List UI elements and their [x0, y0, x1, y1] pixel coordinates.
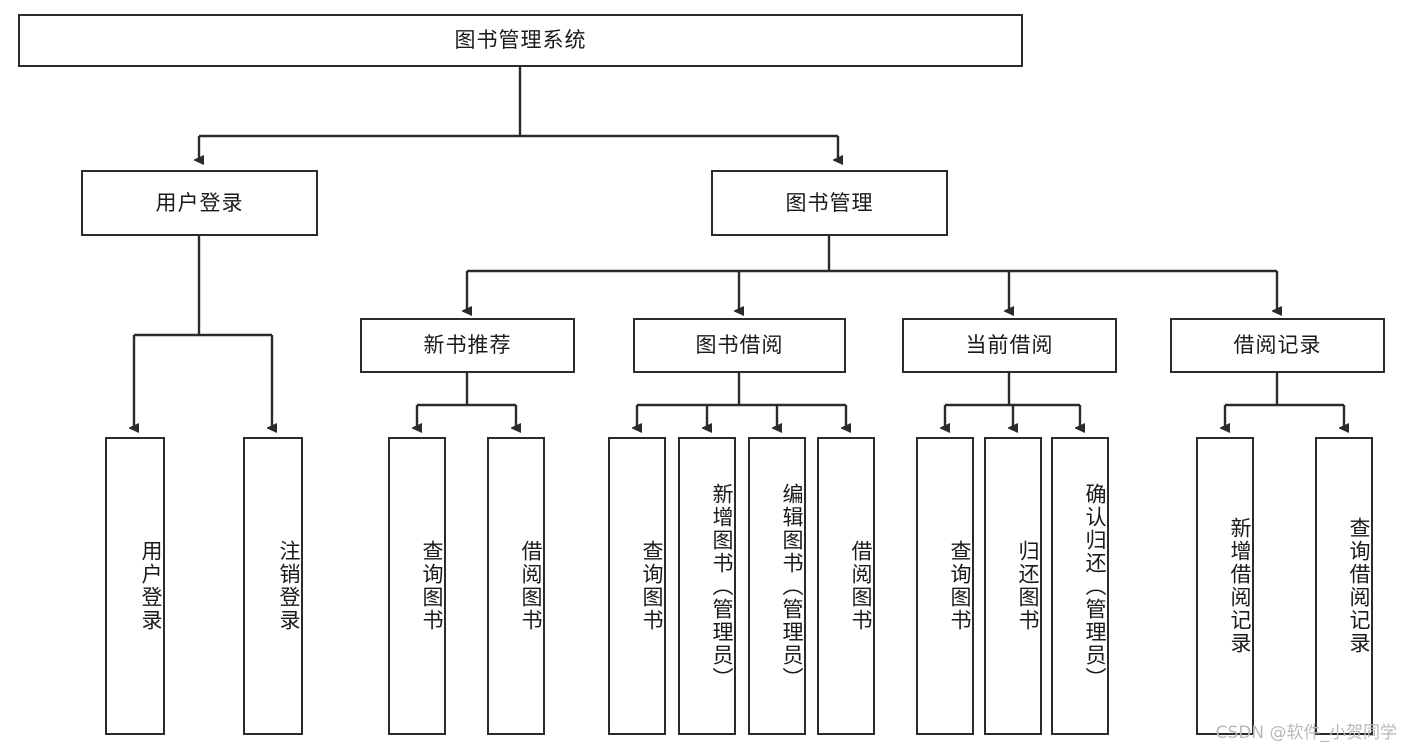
node-label: 新书推荐	[423, 333, 512, 358]
node-label: 归还图书	[1016, 540, 1040, 632]
node-label: 查询图书	[420, 540, 444, 632]
leaf-current-borrow-search[interactable]: 查询图书	[916, 437, 974, 735]
node-label: 当前借阅	[965, 333, 1054, 358]
node-label: 图书管理系统	[454, 28, 587, 53]
node-label: 用户登录	[155, 190, 244, 215]
node-book-management[interactable]: 图书管理	[711, 170, 948, 236]
node-book-borrow[interactable]: 图书借阅	[633, 318, 846, 373]
leaf-user-login-logout[interactable]: 注销登录	[243, 437, 303, 735]
leaf-book-borrow-borrow[interactable]: 借阅图书	[817, 437, 875, 735]
leaf-current-borrow-confirm-return[interactable]: 确认归还（管理员）	[1051, 437, 1109, 735]
leaf-book-borrow-edit[interactable]: 编辑图书（管理员）	[748, 437, 806, 735]
leaf-user-login-login[interactable]: 用户登录	[105, 437, 165, 735]
node-user-login[interactable]: 用户登录	[81, 170, 318, 236]
leaf-new-book-borrow[interactable]: 借阅图书	[487, 437, 545, 735]
node-label: 新增借阅记录	[1228, 517, 1252, 655]
watermark: CSDN @软件_小贺同学	[1215, 723, 1397, 743]
node-current-borrow[interactable]: 当前借阅	[902, 318, 1117, 373]
leaf-book-borrow-add[interactable]: 新增图书（管理员）	[678, 437, 736, 735]
node-label: 查询图书	[948, 540, 972, 632]
node-new-book-recommend[interactable]: 新书推荐	[360, 318, 575, 373]
node-label: 编辑图书（管理员）	[780, 482, 804, 690]
node-root-book-management-system[interactable]: 图书管理系统	[18, 14, 1023, 67]
node-label: 图书借阅	[695, 333, 784, 358]
node-label: 借阅图书	[519, 540, 543, 632]
leaf-current-borrow-return[interactable]: 归还图书	[984, 437, 1042, 735]
leaf-new-book-search[interactable]: 查询图书	[388, 437, 446, 735]
leaf-borrow-record-add[interactable]: 新增借阅记录	[1196, 437, 1254, 735]
node-label: 确认归还（管理员）	[1083, 482, 1107, 690]
node-label: 查询借阅记录	[1347, 517, 1371, 655]
node-label: 用户登录	[139, 540, 163, 632]
node-label: 查询图书	[640, 540, 664, 632]
node-label: 图书管理	[785, 190, 874, 215]
node-label: 借阅图书	[849, 540, 873, 632]
node-borrow-record[interactable]: 借阅记录	[1170, 318, 1385, 373]
node-label: 注销登录	[277, 540, 301, 632]
leaf-book-borrow-search[interactable]: 查询图书	[608, 437, 666, 735]
node-label: 借阅记录	[1233, 333, 1322, 358]
node-label: 新增图书（管理员）	[710, 482, 734, 690]
leaf-borrow-record-search[interactable]: 查询借阅记录	[1315, 437, 1373, 735]
